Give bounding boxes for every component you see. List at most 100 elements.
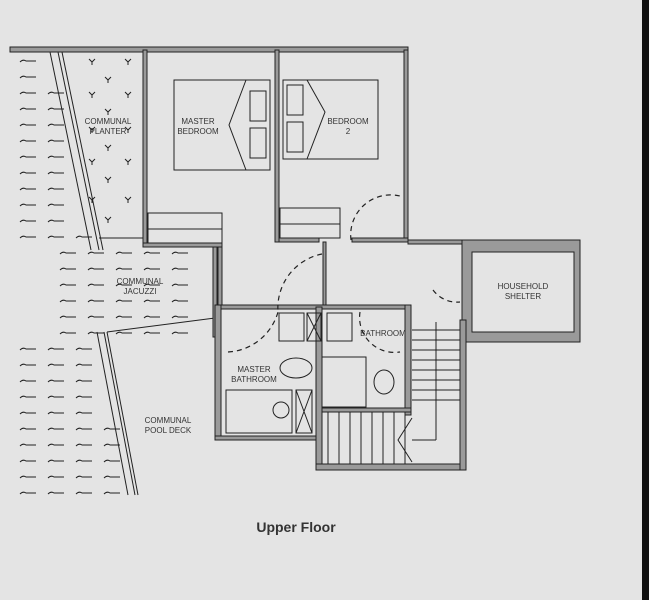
master-bed bbox=[173, 79, 271, 171]
plant-icon bbox=[88, 158, 96, 165]
bedroom-2-label: BEDROOM bbox=[327, 117, 369, 126]
wave-mark bbox=[47, 379, 64, 383]
wave-mark bbox=[115, 315, 132, 319]
wave-mark bbox=[171, 267, 188, 271]
wave-mark bbox=[75, 347, 92, 351]
wave-mark bbox=[19, 411, 36, 415]
wave-mark bbox=[143, 251, 160, 255]
wave-mark bbox=[171, 251, 188, 255]
master-bedroom-label-2: BEDROOM bbox=[177, 127, 219, 136]
wave-mark bbox=[19, 203, 36, 207]
wave-mark bbox=[103, 443, 120, 447]
wave-mark bbox=[47, 395, 64, 399]
pool-deck-edge bbox=[96, 317, 216, 496]
wave-mark bbox=[75, 475, 92, 479]
plant-icon bbox=[104, 144, 112, 151]
wave-mark bbox=[47, 171, 64, 175]
plant-icon bbox=[104, 108, 112, 115]
wave-mark bbox=[143, 331, 160, 335]
wave-mark bbox=[19, 379, 36, 383]
planter-edge bbox=[49, 51, 143, 251]
wave-mark bbox=[47, 123, 64, 127]
wave-mark bbox=[19, 107, 36, 111]
wave-mark bbox=[19, 171, 36, 175]
wave-mark bbox=[19, 491, 36, 495]
wave-mark bbox=[115, 283, 132, 287]
wave-mark bbox=[59, 331, 76, 335]
wave-mark bbox=[115, 299, 132, 303]
wave-mark bbox=[103, 491, 120, 495]
plant-icon bbox=[124, 196, 132, 203]
wave-mark bbox=[115, 267, 132, 271]
wave-mark bbox=[47, 427, 64, 431]
wave-mark bbox=[19, 59, 36, 63]
wave-mark bbox=[47, 155, 64, 159]
wave-mark bbox=[47, 139, 64, 143]
planter-symbols bbox=[88, 58, 132, 223]
plant-icon bbox=[124, 58, 132, 65]
wave-mark bbox=[47, 363, 64, 367]
wave-mark bbox=[19, 475, 36, 479]
wave-mark bbox=[59, 283, 76, 287]
wardrobes bbox=[147, 207, 341, 244]
wave-mark bbox=[75, 363, 92, 367]
pool-deck-label-2: POOL DECK bbox=[145, 426, 192, 435]
wave-mark bbox=[75, 379, 92, 383]
wave-mark bbox=[59, 267, 76, 271]
wave-mark bbox=[59, 299, 76, 303]
wave-mark bbox=[47, 347, 64, 351]
communal-planter-label: COMMUNAL bbox=[85, 117, 132, 126]
plant-icon bbox=[104, 176, 112, 183]
plant-icon bbox=[124, 91, 132, 98]
wave-mark bbox=[47, 443, 64, 447]
bathroom-label: BATHROOM bbox=[360, 329, 406, 338]
wave-mark bbox=[19, 427, 36, 431]
staircase bbox=[327, 322, 460, 464]
wave-mark bbox=[59, 251, 76, 255]
wave-mark bbox=[19, 395, 36, 399]
bedroom-2-label-2: 2 bbox=[346, 127, 351, 136]
wave-mark bbox=[115, 251, 132, 255]
wave-mark bbox=[47, 491, 64, 495]
wave-mark bbox=[59, 315, 76, 319]
stair-arrow bbox=[397, 417, 413, 463]
wave-mark bbox=[75, 427, 92, 431]
wave-mark bbox=[87, 283, 104, 287]
household-shelter-label: HOUSEHOLD bbox=[498, 282, 549, 291]
wave-mark bbox=[87, 267, 104, 271]
wave-mark bbox=[47, 475, 64, 479]
wave-mark bbox=[47, 459, 64, 463]
wave-mark bbox=[171, 283, 188, 287]
master-bathroom-label-2: BATHROOM bbox=[231, 375, 277, 384]
wave-mark bbox=[19, 123, 36, 127]
doors bbox=[227, 194, 461, 354]
wave-mark bbox=[87, 315, 104, 319]
bedroom-2-bed bbox=[282, 79, 379, 160]
wave-mark bbox=[75, 443, 92, 447]
plant-icon bbox=[88, 91, 96, 98]
wave-mark bbox=[19, 155, 36, 159]
communal-jacuzzi-label-2: JACUZZI bbox=[124, 287, 157, 296]
wave-mark bbox=[87, 299, 104, 303]
wave-mark bbox=[103, 427, 120, 431]
wave-mark bbox=[19, 75, 36, 79]
water-hatching bbox=[19, 59, 188, 495]
wave-mark bbox=[75, 411, 92, 415]
plant-icon bbox=[124, 158, 132, 165]
wave-mark bbox=[19, 219, 36, 223]
wave-mark bbox=[47, 187, 64, 191]
wave-mark bbox=[75, 395, 92, 399]
wave-mark bbox=[47, 411, 64, 415]
wave-mark bbox=[143, 315, 160, 319]
wave-mark bbox=[19, 459, 36, 463]
plant-icon bbox=[124, 126, 132, 133]
communal-planter-label-2: PLANTER bbox=[90, 127, 127, 136]
wave-mark bbox=[143, 267, 160, 271]
wave-mark bbox=[75, 491, 92, 495]
wave-mark bbox=[19, 91, 36, 95]
